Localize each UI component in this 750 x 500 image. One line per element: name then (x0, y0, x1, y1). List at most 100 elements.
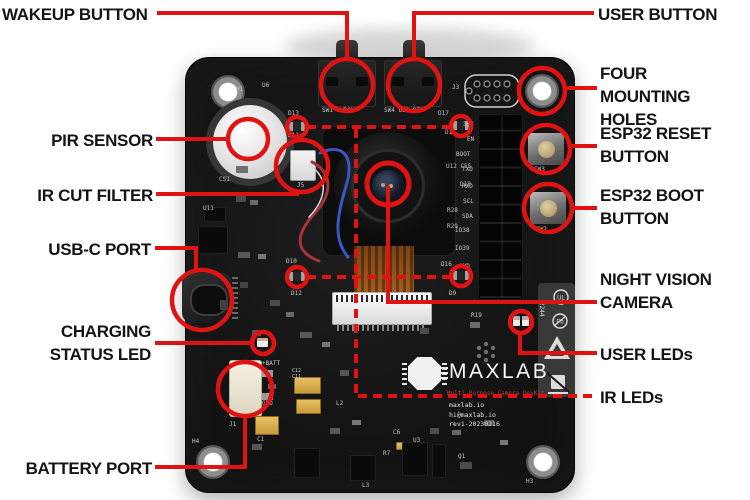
silk-label: D13 (288, 110, 299, 117)
ic-chip (204, 207, 226, 222)
board-subtitle: Multi-Purpose Camera DevKit (447, 390, 545, 397)
user-leds-circle (507, 308, 535, 336)
pb-free-icon (552, 313, 568, 329)
silk-label: C6 (393, 429, 401, 436)
camera-ffc-connector (332, 292, 432, 331)
inductor (350, 455, 376, 481)
charging-led-circle (249, 329, 277, 357)
ic-chip (432, 444, 446, 478)
callout-mounting-holes: FOUR MOUNTING HOLES (600, 64, 691, 129)
silk-label: D10 (286, 258, 297, 265)
callout-charging-status-led: CHARGING STATUS LED (49, 322, 152, 364)
silk-label: H4 (192, 438, 200, 445)
chip-pins-left (402, 362, 407, 385)
board-logo-text: MAXLAB (449, 360, 550, 383)
silk-label: H1 (236, 86, 244, 93)
silk-label: SW3 (534, 166, 545, 173)
silk-label: U3 (413, 437, 421, 444)
silk-label: D15 (445, 129, 456, 136)
camera-flex-ribbon (354, 246, 414, 294)
j3-connector (464, 74, 520, 108)
board-revision: rev1-20230216 (449, 420, 500, 428)
callout-pir-sensor: PIR SENSOR (51, 131, 153, 150)
user-button-circle (385, 56, 443, 114)
silk-label: RXD (462, 183, 473, 190)
callout-battery-port: BATTERY PORT (25, 459, 153, 478)
ir-led-dashed-lines (307, 125, 597, 398)
charging-status-led-component (257, 338, 268, 347)
silk-label: TXD (462, 166, 473, 173)
pir-sensor-circle (225, 116, 271, 162)
silk-label: D17 (438, 110, 449, 117)
silk-label: D18 (460, 181, 471, 188)
callout-user-button: USER BUTTON (598, 5, 718, 24)
battery-connector (229, 360, 262, 417)
ir-led (289, 272, 305, 281)
ir-led (453, 121, 469, 130)
logo-dot-cluster (476, 341, 496, 363)
silk-label: H3 (526, 478, 534, 485)
reset-button-circle (519, 122, 573, 176)
capacitor (294, 377, 321, 394)
mounting-hole-top-right (525, 74, 559, 108)
board-email: hi@maxlab.io (449, 411, 496, 419)
silk-label: Q1 (458, 453, 466, 460)
silk-label: R29 (447, 223, 458, 230)
camera-lens-circle (364, 160, 412, 208)
boot-button-circle (521, 181, 575, 235)
silk-label: L3 (362, 482, 370, 489)
wakeup-button-circle (318, 56, 376, 114)
silk-label: R28 (447, 207, 458, 214)
gpio-pin-header (478, 114, 523, 300)
ic-chip (198, 226, 228, 254)
silk-label: L2 (336, 400, 344, 407)
ic-chip (402, 442, 428, 476)
callout-ir-leds: IR LEDs (600, 388, 664, 407)
callout-usb-c-port: USB-C PORT (48, 240, 151, 259)
silk-label: D12 (291, 290, 302, 297)
ir-led-circle (284, 264, 310, 290)
ir-led (453, 271, 469, 280)
callout-night-vision-camera: NIGHT VISION CAMERA (600, 270, 712, 312)
silk-label: 3V3 (463, 121, 474, 128)
user-led (513, 316, 520, 326)
maxlab-chip-logo-icon (408, 357, 441, 390)
silk-label: R19 (471, 312, 482, 319)
silk-label: C11 (292, 374, 302, 380)
mounting-hole-bottom-left (196, 445, 230, 479)
silk-label: U11 (203, 205, 214, 212)
silk-label: BOOT (456, 151, 471, 158)
silk-label: EN (467, 136, 475, 143)
ir-led-circle (448, 263, 474, 289)
callout-ir-cut-filter: IR CUT FILTER (37, 186, 153, 205)
ir-cut-filter-circle (273, 137, 331, 195)
ir-led-circle (448, 113, 474, 139)
silk-label: CS1 (219, 176, 230, 183)
silk-label: +BATT (262, 360, 281, 367)
lens-glint (389, 184, 393, 188)
callout-circles (169, 56, 575, 419)
silk-label: U12 C55 (446, 163, 472, 170)
callout-esp32-reset-button: ESP32 RESET BUTTON (600, 124, 712, 166)
silk-label: C12 (292, 368, 302, 374)
callout-esp32-boot-button: ESP32 BOOT BUTTON (600, 186, 704, 228)
svg-text:UL: UL (557, 296, 565, 302)
callout-user-leds: USER LEDs (600, 345, 693, 364)
silk-label: U6 (262, 82, 270, 89)
silk-label: IO38 (455, 227, 470, 234)
battery-port-circle (215, 359, 275, 419)
usb-c-circle (169, 267, 235, 333)
lens-glint (381, 183, 385, 187)
silk-label: J3 (452, 84, 460, 91)
ic-chip (294, 448, 320, 478)
svg-text:Pb: Pb (556, 320, 564, 326)
esp32-boot-button-component (530, 192, 566, 224)
silk-label: C1 (257, 436, 265, 443)
silk-label: J1 (229, 421, 237, 428)
user-led (522, 316, 529, 326)
mounting-hole-bottom-right (526, 445, 560, 479)
silk-label: IO39 (455, 245, 470, 252)
ir-led (289, 122, 305, 131)
capacitor (255, 416, 279, 435)
